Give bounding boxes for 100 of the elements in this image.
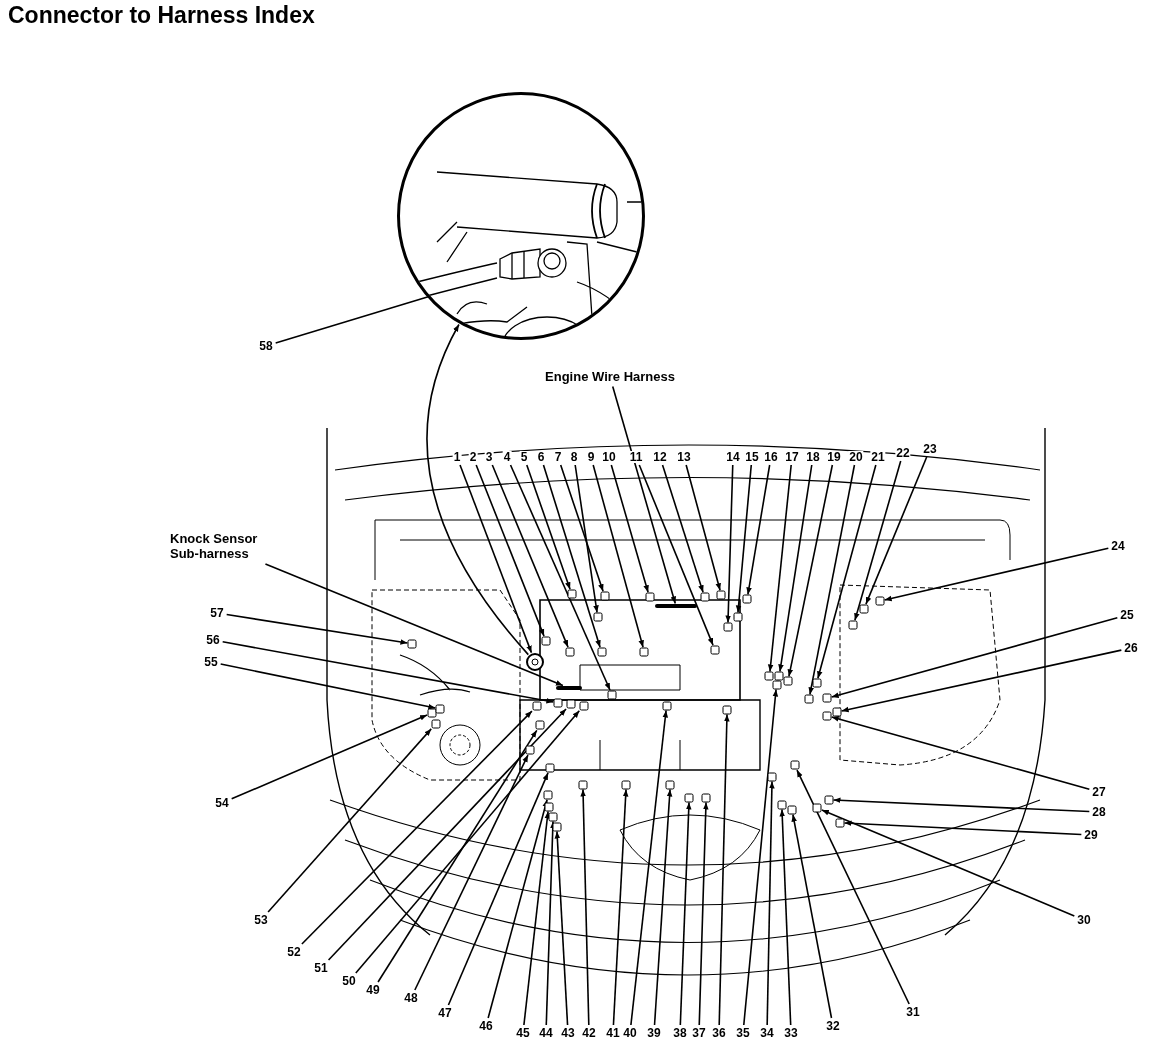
- callout-number: 47: [437, 1007, 453, 1019]
- connector: [541, 636, 551, 646]
- connector: [774, 671, 784, 681]
- callout-number: 20: [848, 451, 864, 463]
- callout-number: 21: [870, 451, 886, 463]
- callout-number: 2: [468, 451, 478, 463]
- connector: [548, 812, 558, 821]
- connector: [772, 680, 781, 689]
- leader-arrow: [698, 801, 709, 1026]
- callout-number: 9: [586, 451, 596, 463]
- leader-arrow: [545, 820, 556, 1026]
- leader-arrow: [523, 810, 551, 1026]
- leader-arrow: [821, 809, 1076, 917]
- connector: [787, 805, 797, 815]
- leader-arrow: [778, 464, 813, 673]
- connector: [812, 678, 822, 688]
- leader-arrow: [817, 464, 877, 680]
- callout-number: 24: [1110, 540, 1126, 552]
- leader-arrow: [830, 716, 1091, 791]
- leader-arrow: [612, 788, 629, 1026]
- callout-number: 16: [763, 451, 779, 463]
- callout-number: 29: [1083, 829, 1099, 841]
- harness-label: Engine Wire Harness: [545, 369, 675, 385]
- callout-number: 51: [313, 962, 329, 974]
- arrow: [426, 323, 530, 656]
- connector: [535, 720, 545, 730]
- connector: [824, 795, 833, 805]
- connector: [579, 701, 589, 711]
- leader-arrow: [301, 710, 533, 945]
- leader-arrow: [735, 464, 753, 614]
- connector: [621, 780, 631, 789]
- callout-number: 42: [581, 1027, 597, 1039]
- callout-number: 43: [560, 1027, 576, 1039]
- callout-number: 25: [1119, 609, 1135, 621]
- callout-number: 30: [1076, 914, 1092, 926]
- callout-number: 46: [478, 1020, 494, 1032]
- connector: [764, 671, 774, 681]
- leader-arrow: [554, 830, 569, 1026]
- connector: [600, 591, 610, 601]
- connector: [722, 705, 732, 714]
- connector: [567, 589, 577, 599]
- callout-number: 33: [783, 1027, 799, 1039]
- connector: [427, 708, 437, 718]
- connector: [665, 780, 675, 789]
- leader-arrow: [542, 464, 601, 649]
- connector: [804, 694, 814, 704]
- leader-arrow: [718, 713, 730, 1026]
- callout-number: 31: [905, 1006, 921, 1018]
- connector: [552, 822, 562, 831]
- leader-arrow: [865, 456, 928, 605]
- callout-number: 56: [205, 634, 221, 646]
- callout-number: 4: [502, 451, 512, 463]
- connector: [848, 620, 858, 630]
- connector: [777, 800, 787, 809]
- leader-arrow: [854, 460, 902, 622]
- leader-arrow: [491, 464, 569, 648]
- callout-number: 53: [253, 914, 269, 926]
- callout-number: 57: [209, 607, 225, 619]
- callout-number: 39: [646, 1027, 662, 1039]
- connector: [544, 802, 554, 812]
- leader-arrow: [592, 464, 644, 649]
- callout-number: 45: [515, 1027, 531, 1039]
- leader-arrow: [779, 808, 792, 1026]
- callout-number: 58: [258, 340, 274, 352]
- callout-number: 28: [1091, 806, 1107, 818]
- leader-arrow: [787, 464, 834, 678]
- leader-arrow: [725, 464, 734, 624]
- leader-arrow: [843, 820, 1083, 836]
- connector: [822, 693, 832, 703]
- leader-arrow: [611, 385, 677, 605]
- leader-arrow: [610, 464, 649, 594]
- leader-arrow: [685, 464, 721, 592]
- callout-number: 52: [286, 946, 302, 958]
- callout-number: 55: [203, 656, 219, 668]
- leader-arrow: [414, 754, 529, 991]
- callout-number: 50: [341, 975, 357, 987]
- connector: [701, 793, 711, 802]
- callout-number: 6: [536, 451, 546, 463]
- callout-number: 22: [895, 447, 911, 459]
- callout-number: 17: [784, 451, 800, 463]
- leader-arrow: [791, 813, 833, 1019]
- callout-number: 8: [569, 451, 579, 463]
- terminal-connector-drawing: [498, 247, 568, 283]
- callout-number: 7: [553, 451, 563, 463]
- callout-number: 32: [825, 1020, 841, 1032]
- leader-arrow: [559, 464, 604, 592]
- connector: [790, 760, 800, 770]
- leader-arrow: [219, 663, 437, 710]
- connector: [639, 647, 649, 657]
- leader-arrow: [459, 464, 533, 654]
- leader-arrow: [638, 464, 714, 646]
- connector: [593, 612, 603, 622]
- leader-arrow: [746, 464, 771, 596]
- leader-arrow: [796, 769, 910, 1005]
- connector: [742, 594, 752, 604]
- connector: [767, 772, 777, 781]
- connector: [662, 701, 672, 711]
- leader-arrow: [225, 613, 409, 645]
- leader-arrow: [832, 797, 1091, 813]
- callout-number: 13: [676, 451, 692, 463]
